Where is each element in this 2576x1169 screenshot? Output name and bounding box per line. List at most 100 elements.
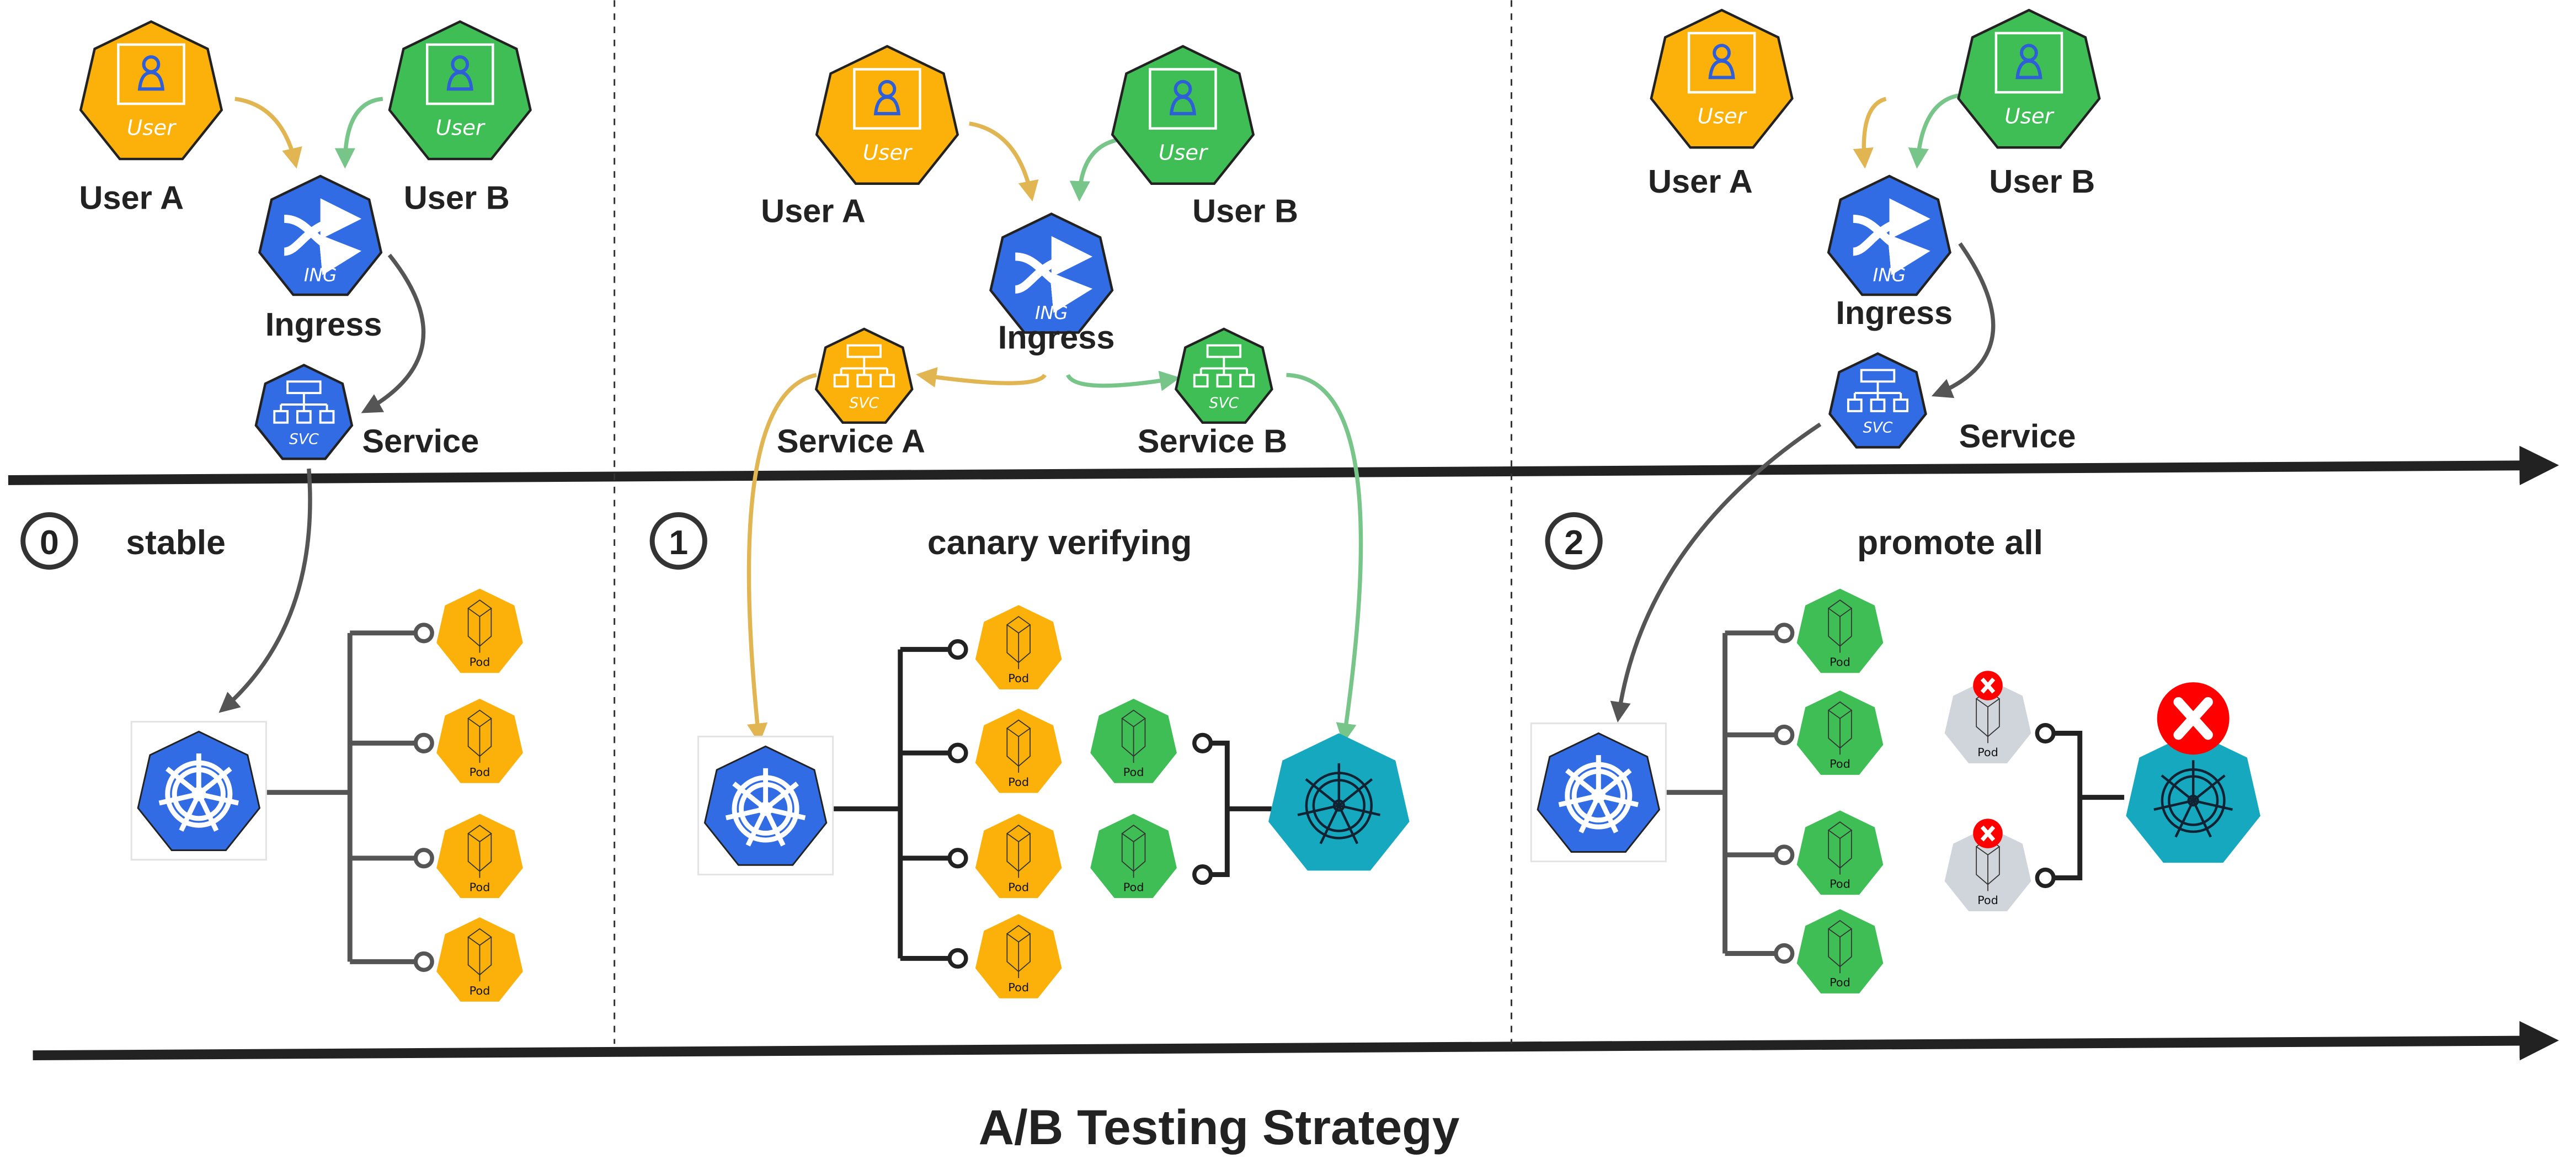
spoke [725,806,766,821]
ingress-icon-text: ING [1035,302,1068,323]
leaf-box [296,410,312,424]
connector-port [2035,867,2056,889]
user-node: User [815,45,959,185]
service-icon-text: SVC [289,431,319,448]
arrow-up [1852,198,1930,256]
pod: Pod [436,588,523,673]
ingress-node: ING [989,212,1114,334]
user-b-flow-arrow [1908,93,1959,169]
step-number: 1 [669,523,688,562]
cube-icon [1006,825,1031,878]
spoke [197,767,232,796]
connector-line [1666,630,1776,956]
service-b-label: Service B [1138,422,1287,459]
frame-shape [1687,31,1756,94]
user-b-label: User B [404,179,510,216]
ingress-to-service-b-arrow [1066,370,1181,391]
spoke [1297,804,1340,816]
step-number: 0 [40,523,59,562]
service-to-cluster-arrow [1610,422,1822,723]
service-a-label: Service A [777,422,925,459]
spoke [1338,804,1381,816]
cube [1827,599,1853,653]
cube [467,928,492,982]
connector-port [413,623,434,644]
helm-wheel-icon [725,768,806,847]
step-number-circle [1545,512,1603,570]
service-icon-text: SVC [1209,395,1239,412]
user-node: User [79,20,223,161]
pod-icon-text: Pod [470,655,490,668]
user-b-label: User B [1192,192,1298,229]
cube-icon [1006,615,1031,669]
user-a-flow-arrow [234,97,302,169]
spoke [763,807,786,847]
timeline-top [8,445,2559,486]
pod: Pod [1796,690,1884,775]
timeline-bottom [33,1021,2559,1061]
leaf-box [879,374,895,388]
stage-label: promote all [1857,523,2043,562]
pod-icon-text: Pod [1123,766,1144,779]
root-box [846,344,882,358]
pod: Pod [1796,588,1884,673]
cube [1006,825,1031,878]
spoke [1305,778,1340,807]
pod-icon-text: Pod [1830,976,1850,989]
pod-icon-text: Pod [1008,880,1029,894]
user-b-flow-arrow [334,97,383,169]
connector-line [833,647,950,961]
cube [1121,709,1146,763]
cube [1006,615,1031,669]
connector-port [947,948,968,969]
user-icon-text: User [1698,104,1747,129]
leaf-box [1193,374,1209,388]
pod: Pod [975,708,1062,793]
spoke [1338,778,1373,807]
spoke [1337,805,1359,844]
pod-icon-text: Pod [470,766,490,779]
leaf-box [319,410,335,424]
connector-port [1774,724,1795,746]
pod: Pod [436,917,523,1002]
connector-port [413,732,434,753]
cube [1827,701,1853,755]
cube-icon [1121,709,1146,763]
cube-icon [467,928,492,982]
pod: Pod [436,814,523,899]
service-node: SVC [1175,327,1273,424]
ingress-node: ING [1827,174,1951,296]
frame-shape [117,43,185,105]
leaf-box [833,374,849,388]
helm-wheel-icon [1558,755,1639,833]
spoke [732,782,767,811]
pod-icon-text: Pod [1977,746,1998,759]
leaf-box [1847,398,1863,412]
ingress-label: Ingress [265,306,382,343]
user-a-flow-arrow [1853,97,1887,169]
connector-line [266,630,416,964]
tree-lines [280,393,328,411]
pod: Pod [1796,909,1884,993]
ingress-to-service-arrow [361,253,426,413]
spoke [2192,800,2212,838]
shuffle-icon [1015,236,1093,313]
user-a-label: User A [79,179,184,216]
leaf-box [1239,374,1255,388]
step-number-circle [649,512,707,570]
user-node: User [1957,8,2101,149]
cube-icon [467,599,492,653]
helm-wheel-icon [158,753,239,832]
connector-port [1774,844,1795,865]
ingress-icon-text: ING [1873,265,1906,286]
user-a-label: User A [761,192,866,229]
spoke [2161,774,2194,802]
network-tree-icon [273,380,335,424]
stage-label: stable [126,523,226,562]
pod-icon-text: Pod [1008,775,1029,789]
leaf-box [856,374,872,388]
spoke [2174,800,2195,838]
user-icon [1169,79,1197,115]
user-b-label: User B [1989,163,2095,200]
service-icon-text: SVC [1863,419,1892,437]
